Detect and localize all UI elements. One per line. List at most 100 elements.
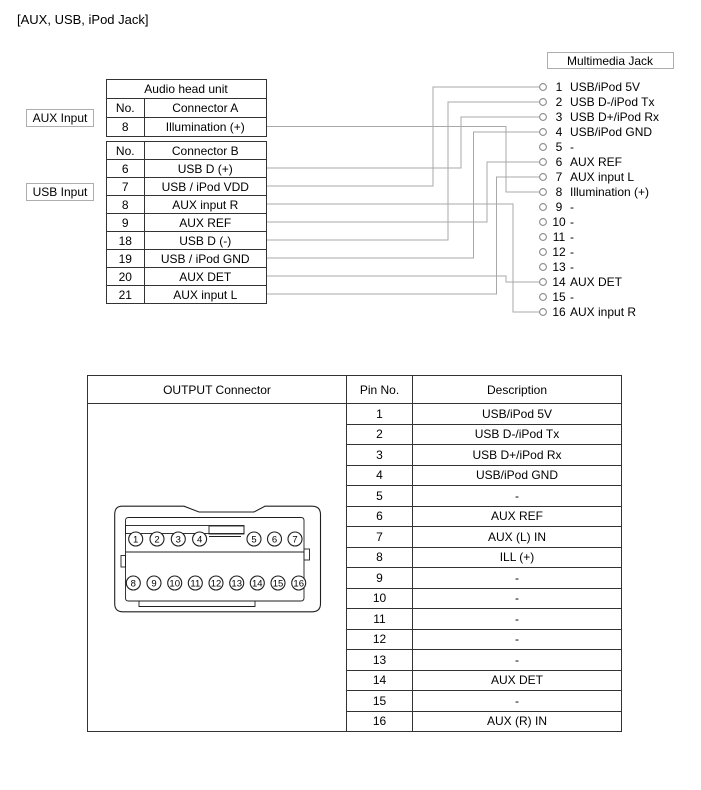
jack-pin-circle-1 xyxy=(539,83,547,91)
jack-pin-2: 2 USB D-/iPod Tx xyxy=(551,95,655,110)
page-title: [AUX, USB, iPod Jack] xyxy=(17,12,149,27)
jack-pin-name: Illumination (+) xyxy=(570,185,650,199)
jack-pin-number: 9 xyxy=(555,200,563,214)
table-cell: 6 xyxy=(106,160,145,178)
jack-pin-circle-7 xyxy=(539,173,547,181)
jack-pin-circle-16 xyxy=(539,308,547,316)
output-header-description: Description xyxy=(413,376,621,404)
jack-pin-number: 15 xyxy=(552,290,566,304)
table-cell: - xyxy=(413,630,621,650)
table-cell: 5 xyxy=(347,486,413,507)
audio-head-unit-table: Audio head unit No. Connector A 8 Illumi… xyxy=(105,79,267,137)
table-cell: 16 xyxy=(347,711,413,731)
table-cell: 15 xyxy=(347,691,413,712)
jack-pin-circle-15 xyxy=(539,293,547,301)
table-cell: 18 xyxy=(106,232,145,250)
table-cell: AUX DET xyxy=(145,268,266,286)
jack-pin-10: 10- xyxy=(551,215,574,230)
jack-pin-number: 14 xyxy=(552,275,566,289)
table-cell: USB / iPod VDD xyxy=(145,178,266,196)
jack-pin-12: 12- xyxy=(551,245,574,260)
table-cell: USB D (+) xyxy=(145,160,266,178)
jack-pin-number: 3 xyxy=(555,110,563,124)
wire-a8-to-jack8 xyxy=(266,126,540,193)
table-cell: - xyxy=(413,486,621,507)
jack-pin-number: 13 xyxy=(552,260,566,274)
table-cell: 12 xyxy=(347,629,413,650)
jack-pin-15: 15- xyxy=(551,290,574,305)
jack-pin-5: 5- xyxy=(551,140,574,155)
jack-pin-13: 13- xyxy=(551,260,574,275)
table-cell: 3 xyxy=(347,445,413,466)
table-cell: USB/iPod GND xyxy=(413,466,621,486)
table-cell: - xyxy=(413,568,621,589)
table-cell: USB D+/iPod Rx xyxy=(413,445,621,466)
connector-a-row-no: 8 xyxy=(107,118,145,136)
jack-pin-name: - xyxy=(570,245,574,259)
table-cell: 21 xyxy=(107,286,145,303)
output-header-connector: OUTPUT Connector xyxy=(88,376,347,404)
table-cell: USB / iPod GND xyxy=(145,250,266,268)
jack-pin-number: 7 xyxy=(555,170,563,184)
jack-pin-name: AUX REF xyxy=(570,155,623,169)
jack-pin-name: - xyxy=(570,140,574,154)
jack-pin-circle-11 xyxy=(539,233,547,241)
table-cell: USB D-/iPod Tx xyxy=(413,425,621,445)
connector-b-col-name: Connector B xyxy=(145,142,266,160)
table-cell: - xyxy=(413,650,621,671)
table-cell: 20 xyxy=(106,268,145,286)
table-cell: USB/iPod 5V xyxy=(413,404,621,425)
connector-a-col-no: No. xyxy=(106,99,145,118)
jack-pin-circle-13 xyxy=(539,263,547,271)
jack-pin-circle-6 xyxy=(539,158,547,166)
table-cell: AUX input L xyxy=(173,287,238,302)
jack-pin-name: AUX DET xyxy=(570,275,623,289)
table-cell: 4 xyxy=(347,465,413,486)
jack-pin-number: 11 xyxy=(552,230,566,244)
table-cell: 13 xyxy=(347,650,413,671)
table-cell: ILL (+) xyxy=(413,548,621,568)
wire-b8-to-jack16 xyxy=(266,203,540,313)
jack-pin-11: 11- xyxy=(551,230,574,245)
output-connector-drawing-cell xyxy=(88,404,347,731)
audio-head-unit-title: Audio head unit xyxy=(106,80,266,99)
connector-a-col-name: Connector A xyxy=(145,99,266,118)
table-cell: 6 xyxy=(347,506,413,527)
jack-pin-name: - xyxy=(570,290,574,304)
jack-pin-name: - xyxy=(570,200,574,214)
table-cell: AUX DET xyxy=(413,671,621,691)
table-cell: 14 xyxy=(347,670,413,691)
table-cell: 8 xyxy=(347,547,413,568)
table-cell: 8 xyxy=(106,196,145,214)
table-cell: AUX REF xyxy=(413,507,621,527)
table-cell: USB D (-) xyxy=(145,232,266,250)
jack-pin-name: USB D-/iPod Tx xyxy=(570,95,655,109)
jack-pin-number: 8 xyxy=(555,185,563,199)
jack-pin-8: 8 Illumination (+) xyxy=(551,185,649,200)
jack-pin-number: 2 xyxy=(555,95,563,109)
jack-pin-name: - xyxy=(570,215,574,229)
jack-pin-name: USB/iPod 5V xyxy=(570,80,641,94)
usb-input-label: USB Input xyxy=(26,183,94,201)
table-cell: 7 xyxy=(347,527,413,548)
wire-b21-to-jack7 xyxy=(266,176,540,295)
output-connector-table: OUTPUT Connector Pin No. Description 1 U… xyxy=(87,375,622,732)
connector-b-table: No. Connector B 6 USB D (+) 7 USB / iPod… xyxy=(105,141,267,304)
table-cell: - xyxy=(413,691,621,712)
jack-pin-name: USB/iPod GND xyxy=(570,125,653,139)
output-header-pin: Pin No. xyxy=(347,376,413,404)
wire-b19-to-jack4 xyxy=(266,131,540,259)
jack-pin-circle-10 xyxy=(539,218,547,226)
wire-b6-to-jack3 xyxy=(266,116,540,169)
jack-pin-number: 5 xyxy=(555,140,563,154)
aux-input-label: AUX Input xyxy=(26,109,94,127)
table-cell: AUX input R xyxy=(145,196,266,214)
table-cell: 2 xyxy=(347,424,413,445)
jack-pin-circle-4 xyxy=(539,128,547,136)
table-cell: 1 xyxy=(347,404,413,425)
